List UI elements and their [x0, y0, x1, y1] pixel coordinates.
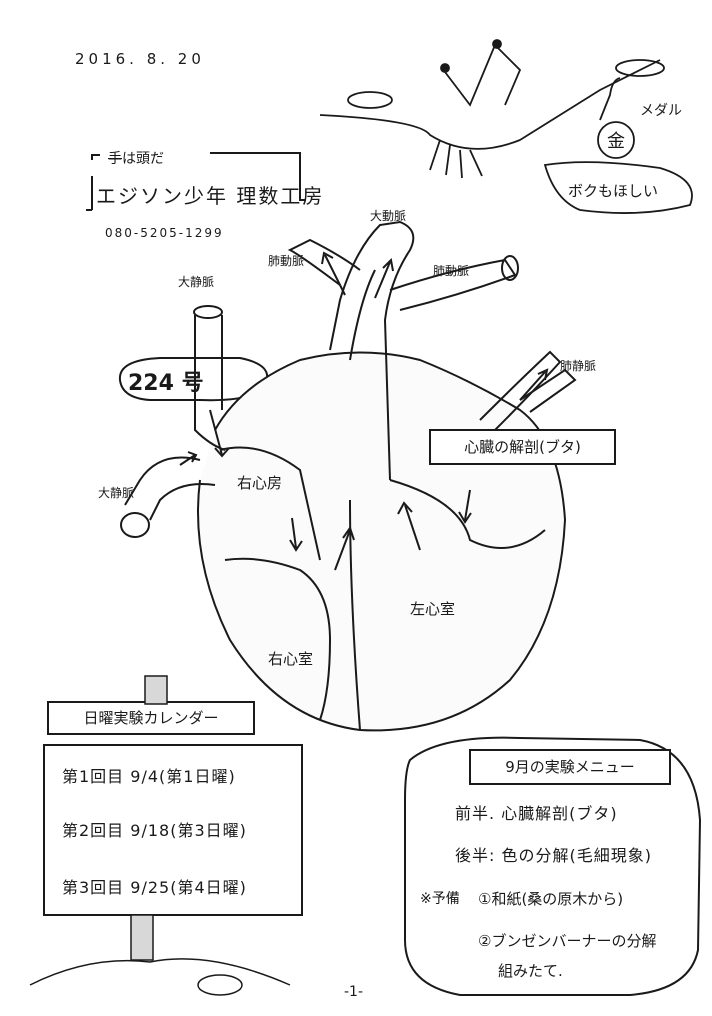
- calendar-title-box: [47, 701, 255, 735]
- menu-frame: [404, 736, 702, 996]
- calendar-row: 第1回目 9/4(第1日曜): [62, 767, 236, 786]
- bug-doodle: [319, 39, 693, 214]
- dissect-title-box: [429, 429, 616, 465]
- medal-character: 金: [607, 131, 625, 152]
- calendar-title: 日曜実験カレンダー: [83, 709, 219, 727]
- phone-number: 080-5205-1299: [105, 226, 224, 240]
- crab-doodle: [197, 974, 243, 996]
- signpost-pole: [130, 914, 154, 961]
- speech-bubble: [543, 161, 693, 214]
- ground-line: [29, 958, 291, 986]
- shop-name: エジソン少年 理数工房: [96, 184, 325, 208]
- medal-label: メダル: [640, 103, 682, 119]
- speech-text: ボクもほしい: [568, 182, 659, 200]
- gold-medal: [597, 121, 635, 159]
- label-pulmonary-artery-left: 肺動脈: [268, 254, 305, 268]
- issue-number: 224 号: [128, 371, 204, 396]
- menu-title: 9月の実験メニュー: [505, 758, 635, 776]
- heart-drawing: [120, 220, 577, 732]
- label-vena-cava-top: 大静脈: [178, 275, 215, 289]
- label-aorta: 大動脈: [370, 209, 407, 223]
- label-right-ventricle: 右心室: [268, 650, 314, 668]
- menu-prep-label: ※予備: [420, 891, 460, 907]
- menu-prep-item: ①和紙(桑の原木から): [478, 890, 624, 908]
- label-vena-cava-bottom: 大静脈: [98, 486, 135, 500]
- menu-second-half: 後半: 色の分解(毛細現象): [455, 846, 652, 865]
- label-pulmonary-vein: 肺静脈: [560, 359, 597, 373]
- label-left-ventricle: 左心室: [410, 600, 456, 618]
- calendar-row: 第2回目 9/18(第3日曜): [62, 821, 247, 840]
- page-number: -1-: [344, 984, 364, 1000]
- date-text: 2016. 8. 20: [75, 50, 205, 68]
- tagline-struck: 手: [108, 151, 122, 167]
- signpost-cap: [144, 675, 168, 705]
- label-right-atrium: 右心房: [237, 474, 283, 492]
- menu-prep-item: ②ブンゼンバーナーの分解: [478, 932, 657, 950]
- menu-first-half: 前半. 心臓解剖(ブタ): [455, 804, 618, 823]
- calendar-row: 第3回目 9/25(第4日曜): [62, 878, 247, 897]
- menu-title-box: [469, 749, 671, 785]
- menu-prep-item: 組みたて.: [498, 962, 563, 980]
- calendar-board: [43, 744, 303, 916]
- dissection-title: 心臓の解剖(ブタ): [464, 438, 581, 456]
- label-pulmonary-artery-right: 肺動脈: [433, 264, 470, 278]
- tagline: 手は頭だ: [108, 148, 164, 168]
- header-bracket: [86, 152, 306, 211]
- tagline-rest: は頭だ: [122, 151, 164, 167]
